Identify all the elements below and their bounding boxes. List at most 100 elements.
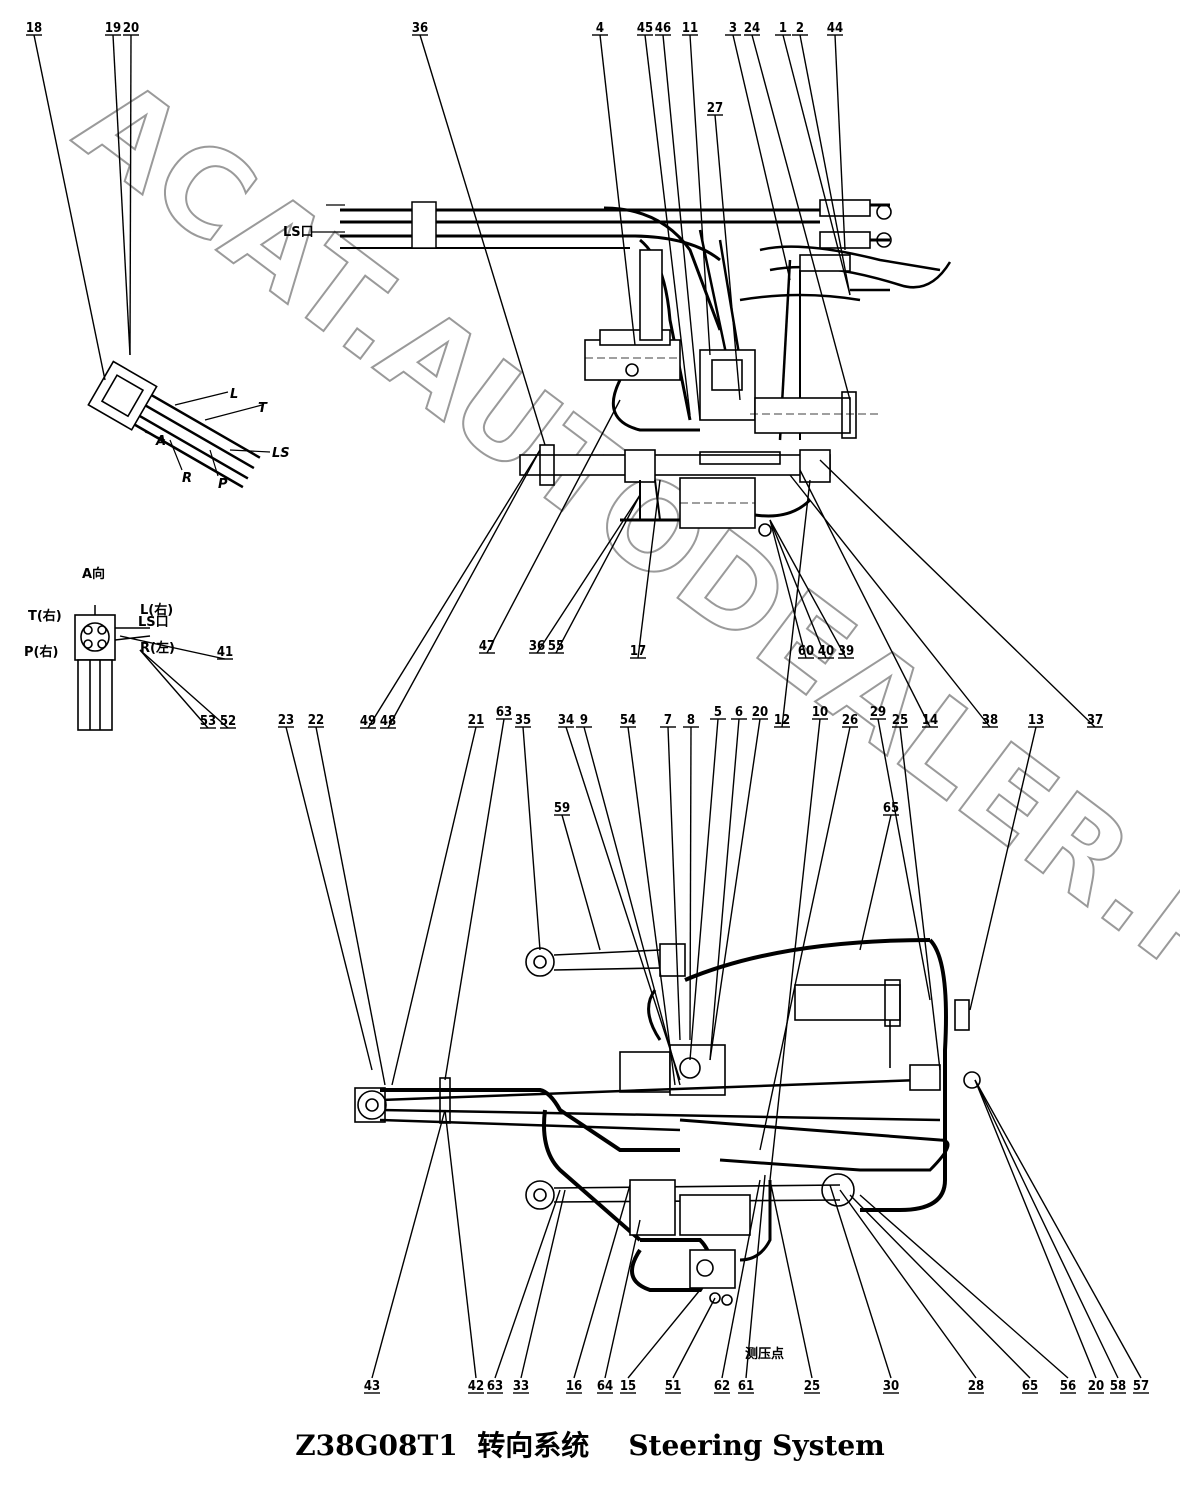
callout-number: 64 xyxy=(597,1379,613,1394)
callout-number: 15 xyxy=(620,1379,636,1394)
callout-leader xyxy=(689,726,692,1041)
callout-leader xyxy=(644,34,691,416)
callout-leader xyxy=(829,1184,892,1379)
callout-leader xyxy=(709,718,761,1061)
callout-leader xyxy=(139,649,229,729)
callout-leader xyxy=(371,1109,446,1379)
callout-leader xyxy=(520,1189,566,1379)
callout-number: 9 xyxy=(580,713,588,728)
port-letter: P xyxy=(218,477,228,492)
callout-leader xyxy=(839,1189,977,1379)
callout-leader xyxy=(139,649,209,729)
port-label: P(右) xyxy=(24,644,58,660)
callout-leader xyxy=(33,34,106,381)
callout-number: 22 xyxy=(308,713,324,728)
callout-leader xyxy=(789,474,991,728)
callout-number: 42 xyxy=(468,1379,484,1394)
callout-number: 24 xyxy=(744,21,760,36)
callout-number: 23 xyxy=(278,713,294,728)
callout-leader xyxy=(745,1174,766,1379)
callout-leader xyxy=(494,1189,561,1379)
callout-number: 48 xyxy=(380,714,396,729)
callout-number: 34 xyxy=(558,713,574,728)
port-letter: LS xyxy=(272,446,290,461)
callout-number: 65 xyxy=(883,801,899,816)
callout-leader xyxy=(721,1179,761,1379)
title-english: Steering System xyxy=(628,1429,885,1462)
callout-leader xyxy=(974,1079,1119,1379)
callout-number: 28 xyxy=(968,1379,984,1394)
callout-number: 25 xyxy=(892,713,908,728)
callout-number: 62 xyxy=(714,1379,730,1394)
callout-number: 36 xyxy=(412,21,428,36)
port-letter: R xyxy=(182,471,192,486)
view-label: A向 xyxy=(82,566,105,582)
inset-port-labels: LS口 L(右) T(右) P(右) R(左) xyxy=(24,602,175,660)
callout-number: 40 xyxy=(818,644,834,659)
callout-leader xyxy=(732,34,791,281)
callout-number: 18 xyxy=(26,21,42,36)
callout-leader xyxy=(627,726,676,1086)
callout-leader xyxy=(799,34,851,296)
callout-leader xyxy=(112,34,131,356)
callout-number: 37 xyxy=(1087,713,1103,728)
callout-leader xyxy=(769,718,821,1181)
callout-leader xyxy=(859,1194,1069,1379)
callout-number: 30 xyxy=(883,1379,899,1394)
callout-number: 58 xyxy=(1110,1379,1126,1394)
callout-leader xyxy=(782,34,851,296)
callout-number: 45 xyxy=(637,21,653,36)
callout-number: 21 xyxy=(468,713,484,728)
callout-leader xyxy=(819,459,1096,728)
callout-leader xyxy=(367,449,541,729)
callout-leader xyxy=(599,34,636,346)
callout-number: 65 xyxy=(1022,1379,1038,1394)
callout-number: 39 xyxy=(838,644,854,659)
callout-number: 63 xyxy=(496,705,512,720)
callout-leader xyxy=(522,726,541,951)
callout-number: 20 xyxy=(123,21,139,36)
port-letter: T xyxy=(258,401,268,416)
port-label: R(左) xyxy=(140,640,175,656)
callout-number: 56 xyxy=(1060,1379,1076,1394)
callout-leader xyxy=(769,1179,813,1379)
callout-leader xyxy=(444,718,505,1081)
callout-leader xyxy=(899,726,941,1071)
callout-leader xyxy=(387,449,541,729)
callout-leader xyxy=(555,494,641,654)
title-chinese: 转向系统 xyxy=(477,1429,590,1462)
callout-number: 12 xyxy=(774,713,790,728)
callout-leader xyxy=(486,399,621,654)
callout-number: 1 xyxy=(779,21,787,36)
callout-number: 4 xyxy=(596,21,604,36)
callout-leader xyxy=(781,479,811,728)
callout-leader xyxy=(834,34,846,251)
callout-number: 16 xyxy=(566,1379,582,1394)
callout-number: 44 xyxy=(827,21,843,36)
callout-leader xyxy=(419,34,546,446)
callout-leader xyxy=(583,726,681,1086)
callout-number: 57 xyxy=(1133,1379,1149,1394)
callout-number: 3 xyxy=(729,21,737,36)
callout-number: 20 xyxy=(1088,1379,1104,1394)
callout-leader xyxy=(627,1289,701,1379)
callout-number: 27 xyxy=(707,101,723,116)
port-label: L(右) xyxy=(140,602,173,618)
callout-leader xyxy=(672,1297,716,1379)
callout-number: 17 xyxy=(630,644,646,659)
callout-leader xyxy=(689,718,719,1061)
callout-number: 54 xyxy=(620,713,636,728)
callout-leader xyxy=(969,726,1037,1011)
callout-number: 43 xyxy=(364,1379,380,1394)
callout-number: 33 xyxy=(513,1379,529,1394)
callout-leader xyxy=(662,34,701,421)
callout-leader xyxy=(877,718,931,1001)
valve-port-letters: L T A R P LS xyxy=(155,387,290,492)
callout-leader xyxy=(285,726,373,1071)
mechanical-drawing xyxy=(74,199,981,1306)
port-label: LS口 xyxy=(138,615,169,630)
callout-number: 53 xyxy=(200,714,216,729)
callout-leader xyxy=(769,519,847,659)
callout-number: 60 xyxy=(798,644,814,659)
